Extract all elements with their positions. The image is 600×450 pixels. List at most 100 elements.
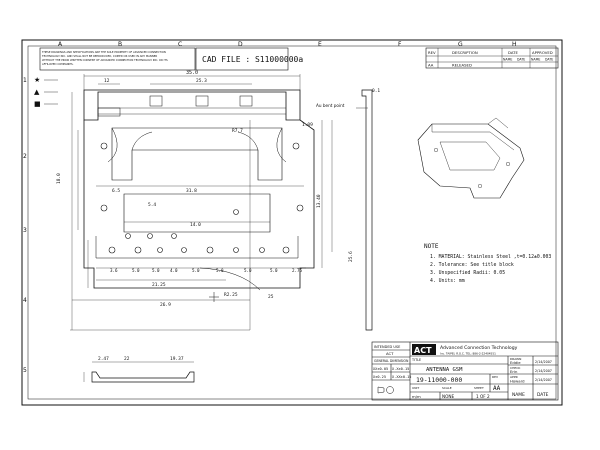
rev-header: APPROVED (532, 50, 553, 55)
hole (282, 246, 290, 254)
company-logo (412, 344, 436, 355)
curved-tab (131, 131, 153, 151)
lower-edge (95, 236, 299, 259)
dim-text: 0.1 (372, 88, 380, 94)
hole (147, 233, 153, 239)
dim-text: 13.40 (316, 194, 322, 208)
iso-hole (506, 161, 511, 166)
notes-block: NOTE 1. MATERIAL: Stainless Steel ,t=0.1… (424, 243, 551, 284)
notice-line: THESE DRAWINGS AND SPECIFICATIONS ARE TH… (42, 50, 166, 54)
checked-label: CHECK (510, 366, 521, 370)
rev-value: AA (428, 63, 434, 68)
title-block-text: INTENDED USE ACT GENERAL DIMENSION XX±0.… (373, 345, 552, 399)
isometric-view (417, 117, 525, 199)
curved-tab (237, 131, 259, 151)
dim-text: 5.0 (244, 268, 252, 273)
hole (206, 246, 214, 254)
hole (100, 142, 108, 150)
notice-line: AFFILIATED COMPANIES. (42, 62, 74, 66)
col-label: G (458, 41, 463, 48)
dim-text: 19.37 (170, 356, 184, 362)
row-labels: 1 2 3 4 5 (23, 77, 27, 374)
projection-symbol-icon (386, 386, 394, 394)
main-part-view (83, 89, 315, 302)
dim-text: 26.9 (160, 302, 171, 308)
col-label: E (318, 41, 322, 48)
square-icon: ■ (34, 100, 41, 108)
approved-date: 2/14/2007 (535, 378, 552, 382)
slot (149, 95, 163, 107)
dim-text: 5.0 (192, 268, 200, 273)
hole (157, 247, 163, 253)
revision-block: REV DESCRIPTION DATE APPROVED NAME DATE … (425, 47, 559, 69)
rev-value: AA (493, 385, 501, 392)
row-label: 5 (23, 367, 27, 374)
tolerance: XX±0.05 (373, 367, 388, 371)
dim-text: 21.25 (152, 282, 166, 288)
sheet-value: 1 OF 2 (476, 394, 490, 399)
hole (233, 247, 239, 253)
tolerance: X±0.25 (373, 375, 386, 379)
intended-use-label: INTENDED USE (374, 345, 400, 349)
sheet-inner-border (27, 45, 557, 400)
company-name: Advanced Connection Technology (440, 345, 518, 351)
note-item: 4. Units: mm (430, 278, 465, 284)
dim-text: 5.0 (152, 268, 160, 273)
star-icon: ★ (34, 76, 40, 84)
slot (195, 95, 209, 107)
notice-line: TECHNOLOGY INC. AND SHALL NOT BE REPRODU… (42, 54, 157, 58)
approved-name: Howard (510, 379, 525, 384)
ownership-notice: THESE DRAWINGS AND SPECIFICATIONS ARE TH… (42, 50, 168, 66)
column-labels: A B C D E F G H (58, 41, 517, 48)
dimension-labels: 35.0 12 25.3 1.09 R7.7 6.5 31.8 14.0 5.4… (56, 70, 380, 308)
notice-line: WITHOUT THE PRIOR WRITTEN CONSENT OF ADV… (42, 58, 168, 62)
date-label: DATE (537, 392, 549, 398)
rev-subheader: DATE (545, 58, 553, 62)
iso-hole (478, 183, 483, 188)
slot (239, 95, 253, 107)
bottom-arc (199, 267, 261, 291)
dim-text: 3.6 (110, 268, 118, 273)
hole (296, 204, 304, 212)
upper-cutout (111, 127, 283, 181)
col-label: A (58, 41, 63, 48)
title-label: TITLE (411, 358, 421, 362)
approved-label: APPR (510, 375, 518, 379)
center-cutout (123, 193, 271, 233)
iso-hole (434, 147, 439, 152)
part-number: 19-11000-000 (416, 376, 462, 384)
tolerance: X.XX±0.15 (392, 375, 411, 379)
dim-text: 2.47 (98, 356, 109, 362)
triangle-icon: ▲ (34, 88, 40, 96)
dim-text: 5.0 (270, 268, 278, 273)
cad-file-box (195, 47, 289, 71)
notes-title: NOTE (424, 243, 439, 250)
dim-text: R7.7 (232, 128, 243, 134)
dim-text: 5.4 (148, 202, 156, 208)
dim-text: 25 (268, 294, 274, 300)
unit-value: m/m (412, 394, 421, 399)
row-label: 3 (23, 227, 27, 234)
col-label: H (512, 41, 517, 48)
drawn-label: DRAWN (510, 357, 521, 361)
col-label: B (118, 41, 122, 48)
checked-name: Erin (510, 369, 518, 374)
dimension-lines (70, 74, 333, 331)
rev-header: REV (428, 50, 436, 55)
section-dims: 2.47 22 19.37 (98, 356, 184, 362)
dim-text: 25.3 (196, 78, 207, 84)
side-profile-view (356, 89, 373, 331)
dim-text: 31.8 (186, 188, 197, 194)
row-label: 4 (23, 297, 27, 304)
revision-frame (425, 47, 559, 69)
dim-text: 5.0 (132, 268, 140, 273)
scale-value: NONE (442, 394, 455, 399)
iso-outline (417, 123, 525, 199)
top-flange (83, 89, 301, 121)
dim-text: 18.0 (56, 173, 62, 184)
rev-label: REV (492, 375, 499, 379)
rev-subheader: NAME (531, 58, 540, 62)
row-label: 2 (23, 153, 27, 160)
dim-text: 12 (104, 78, 110, 84)
